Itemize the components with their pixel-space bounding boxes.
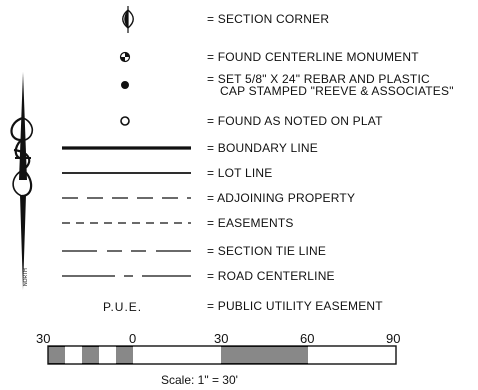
scale-segment (99, 346, 116, 364)
north-label: NORTH (23, 268, 29, 286)
label-set-rebar-line1: = SET 5/8" X 24" REBAR AND PLASTIC (207, 72, 430, 86)
scale-segment (65, 346, 82, 364)
scale-bar-outline (47, 345, 397, 365)
label-found-as-noted: = FOUND AS NOTED ON PLAT (207, 114, 383, 128)
found-centerline-monument-icon (119, 51, 131, 63)
label-lot-line: = LOT LINE (207, 166, 273, 180)
found-as-noted-icon (120, 116, 130, 126)
label-set-rebar: = SET 5/8" X 24" REBAR AND PLASTIC CAP S… (207, 73, 454, 97)
pue-abbreviation: P.U.E. (103, 300, 143, 314)
scale-segment (221, 346, 308, 364)
label-section-tie-line: = SECTION TIE LINE (207, 244, 327, 258)
scale-segment (116, 346, 133, 364)
north-arrow-icon: NORTH (10, 72, 34, 290)
label-section-corner: = SECTION CORNER (207, 12, 330, 26)
scale-caption: Scale: 1" = 30' (161, 373, 238, 387)
scale-tick-label: 30 (214, 331, 229, 346)
scale-segment (82, 346, 99, 364)
label-found-centerline-monument: = FOUND CENTERLINE MONUMENT (207, 50, 419, 64)
scale-tick-label: 90 (386, 331, 401, 346)
scale-tick-label: 60 (300, 331, 315, 346)
scale-tick-label: 30 (36, 331, 51, 346)
label-road-centerline: = ROAD CENTERLINE (207, 269, 335, 283)
set-rebar-icon (121, 81, 129, 89)
label-easements: = EASEMENTS (207, 216, 294, 230)
section-corner-icon (122, 6, 134, 33)
label-set-rebar-line2: CAP STAMPED "REEVE & ASSOCIATES" (220, 84, 454, 98)
label-adjoining-property: = ADJOINING PROPERTY (207, 191, 356, 205)
scale-segment (48, 346, 65, 364)
scale-segment (308, 346, 396, 364)
label-public-utility-easement: = PUBLIC UTILITY EASEMENT (207, 299, 383, 313)
scale-segment (133, 346, 221, 364)
scale-bar (47, 345, 397, 365)
scale-tick-label: 0 (129, 331, 137, 346)
label-boundary-line: = BOUNDARY LINE (207, 141, 318, 155)
